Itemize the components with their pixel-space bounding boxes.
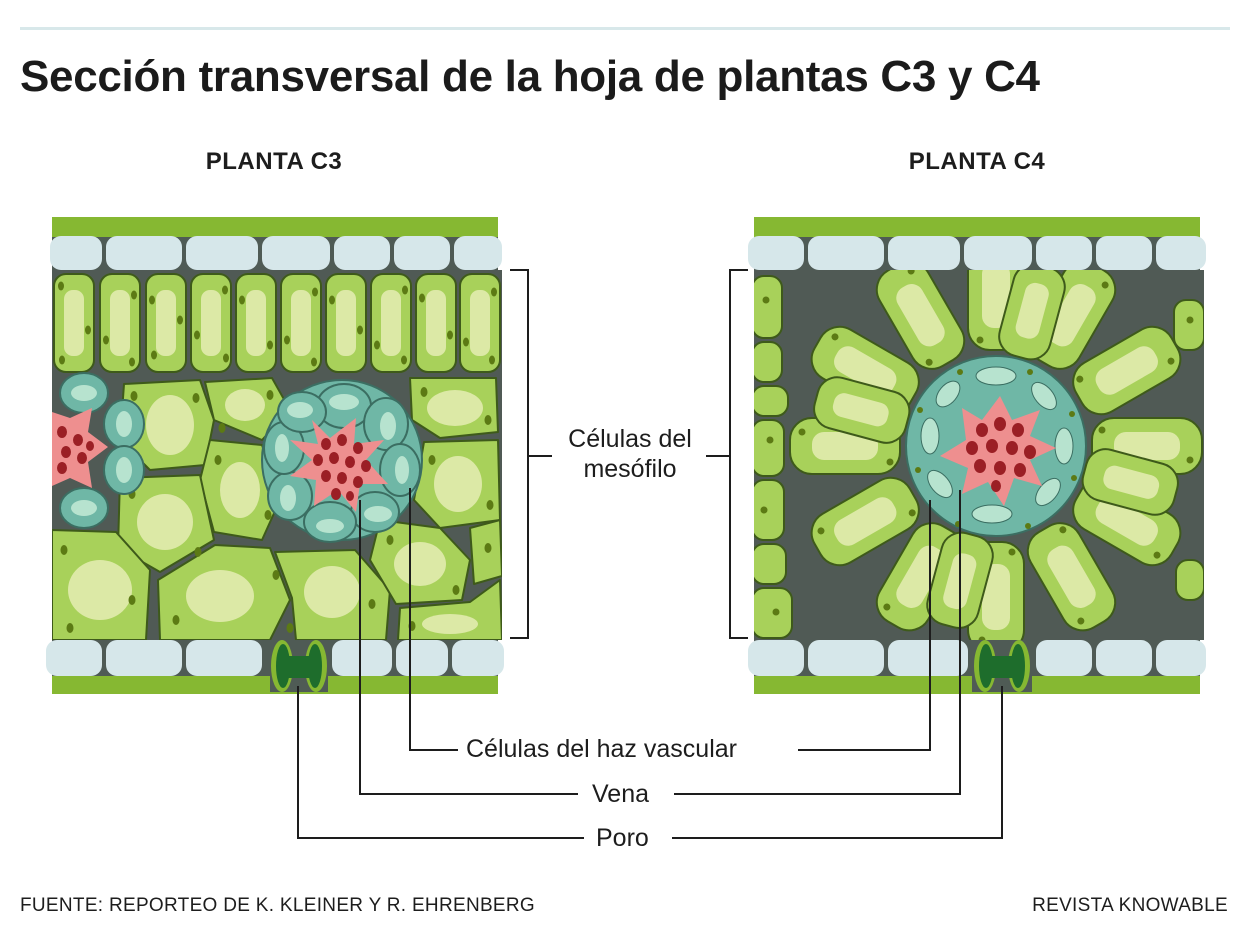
page-title: Sección transversal de la hoja de planta… (20, 52, 1040, 101)
c3-partial-vein (52, 372, 145, 529)
panel-title-c3: PLANTA C3 (205, 148, 343, 175)
c3-vein (261, 379, 423, 543)
vein-label: Vena (592, 779, 650, 809)
publisher-credit: REVISTA KNOWABLE (1032, 895, 1228, 916)
c3-palisade-cells (53, 273, 501, 373)
c4-mesophyll-cells (754, 270, 1204, 640)
c4-stoma (972, 640, 1032, 692)
c4-vein-leader (674, 490, 961, 795)
c4-vein (905, 355, 1087, 537)
mesophyll-label-line1: Células del (568, 425, 692, 453)
panel-title-c4: PLANTA C4 (908, 148, 1046, 175)
c3-spongy-mesophyll (52, 372, 502, 640)
leader-lines (297, 269, 1003, 839)
c3-bundle-sheath-leader (409, 488, 458, 751)
c4-pore-leader (672, 686, 1003, 839)
c4-upper-epidermis (748, 236, 1206, 270)
c3-upper-epidermis (50, 236, 502, 270)
mesophyll-label-line2: mesófilo (583, 455, 677, 483)
c4-bundle-sheath-leader (798, 500, 931, 751)
top-rule (20, 27, 1230, 30)
mesophyll-label: Células del mesófilo (556, 424, 704, 484)
c3-stoma (270, 640, 328, 692)
source-credit: FUENTE: REPORTEO DE K. KLEINER Y R. EHRE… (20, 895, 536, 916)
c3-mesophyll-bracket (510, 269, 529, 639)
bundle-sheath-label: Células del haz vascular (466, 734, 737, 764)
c3-leaf-section (46, 217, 504, 694)
c3-vein-leader (359, 500, 578, 795)
c4-leaf-section (748, 217, 1206, 694)
pore-label: Poro (596, 823, 649, 853)
c4-mesophyll-bracket (729, 269, 748, 639)
c3-pore-leader (297, 686, 584, 839)
c4-lower-epidermis (748, 640, 1206, 676)
